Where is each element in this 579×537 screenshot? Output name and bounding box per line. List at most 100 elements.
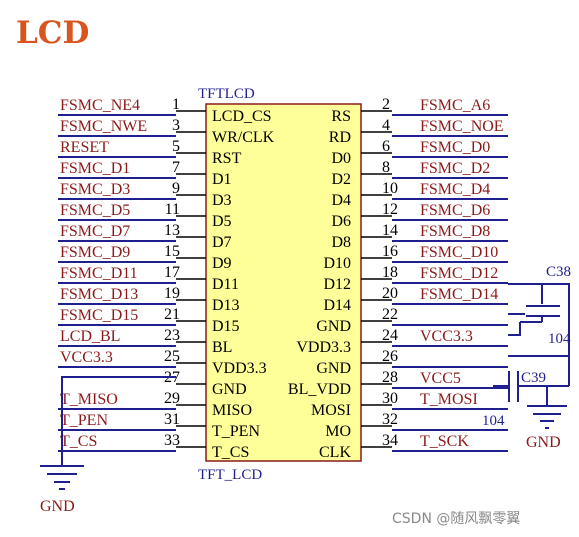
pin-name: GND: [316, 318, 351, 335]
pin-name: BL_VDD: [288, 381, 351, 398]
net-label: FSMC_D9: [60, 244, 130, 261]
pin-33: 33T_CST_CS: [58, 432, 249, 461]
pin-number: 17: [164, 264, 180, 281]
net-label: VCC3.3: [420, 328, 473, 345]
pin-number: 4: [382, 117, 390, 134]
pin-number: 30: [382, 390, 398, 407]
net-label: RESET: [60, 139, 109, 156]
pin-number: 12: [382, 201, 398, 218]
pin-name: D0: [331, 150, 351, 167]
c38-value: 104: [548, 331, 571, 347]
net-label: T_CS: [60, 433, 97, 450]
watermark: CSDN @随风飘零翼: [392, 511, 520, 527]
pin-name: VDD3.3: [296, 339, 351, 356]
net-label: FSMC_NOE: [420, 118, 504, 135]
diagram-title: LCD: [16, 15, 89, 51]
net-label: FSMC_D14: [420, 286, 498, 303]
c38-top-wire: [508, 283, 543, 304]
pin-number: 29: [164, 390, 180, 407]
pin-number: 20: [382, 285, 398, 302]
pin-name: D7: [212, 234, 232, 251]
pin-number: 2: [382, 96, 390, 113]
pin-number: 14: [382, 222, 398, 239]
net-label: T_MISO: [60, 391, 118, 408]
net-label: FSMC_NWE: [60, 118, 147, 135]
left-pin-group: 1LCD_CSFSMC_NE43WR/CLKFSMC_NWE5RSTRESET7…: [58, 96, 275, 461]
pin-number: 21: [164, 306, 180, 323]
pin-name: MOSI: [311, 402, 351, 419]
left-gnd-wiring: GND: [40, 376, 176, 515]
net-label: T_MOSI: [420, 391, 478, 408]
pin-name: LCD_CS: [212, 108, 272, 125]
pin-3: 3WR/CLK FSMC_NWE: [58, 117, 275, 146]
pin-number: 11: [165, 201, 180, 218]
pin-name: WR/CLK: [212, 129, 275, 146]
pin-number: 6: [382, 138, 390, 155]
pin-name: D13: [212, 297, 240, 314]
pin-name: D3: [212, 192, 232, 209]
pin-name: D6: [331, 213, 351, 230]
gnd-label-right: GND: [526, 434, 561, 451]
pin-name: GND: [316, 360, 351, 377]
pin-number: 16: [382, 243, 398, 260]
pin-name: D5: [212, 213, 232, 230]
pin-number: 3: [172, 117, 180, 134]
pin-number: 7: [172, 159, 180, 176]
pin-name: T_PEN: [212, 423, 260, 440]
pin-number: 22: [382, 306, 398, 323]
right-pin-group: 2RSFSMC_A64RDFSMC_NOE6D0FSMC_D08D2FSMC_D…: [288, 96, 508, 461]
net-label: FSMC_D11: [60, 265, 138, 282]
net-label: FSMC_A6: [420, 97, 490, 114]
pin-name: VDD3.3: [212, 360, 267, 377]
pin-name: MO: [325, 423, 351, 440]
pin-name: RD: [329, 129, 351, 146]
pin-number: 31: [164, 411, 180, 428]
net-label: T_SCK: [420, 433, 469, 450]
net-label: FSMC_D12: [420, 265, 498, 282]
pin-number: 28: [382, 369, 398, 386]
pin-number: 23: [164, 327, 180, 344]
pin-number: 9: [172, 180, 180, 197]
net-label: FSMC_D13: [60, 286, 138, 303]
pin-number: 26: [382, 348, 398, 365]
pin-number: 25: [164, 348, 180, 365]
pin-name: MISO: [212, 402, 252, 419]
pin-number: 24: [382, 327, 398, 344]
net-label: FSMC_D10: [420, 244, 498, 261]
net-label: FSMC_D1: [60, 160, 130, 177]
pin-number: 15: [164, 243, 180, 260]
net-label: VCC3.3: [60, 349, 113, 366]
net-label: FSMC_D15: [60, 307, 138, 324]
net-label: FSMC_D4: [420, 181, 490, 198]
pin-name: D10: [323, 255, 351, 272]
pin-name: BL: [212, 339, 232, 356]
right-decoupling-network: C38 104 C39 104 GND: [482, 264, 571, 451]
gnd-rail-right: [542, 283, 570, 386]
pin-name: D11: [212, 276, 239, 293]
net-label: FSMC_D6: [420, 202, 490, 219]
pin-name: D4: [331, 192, 351, 209]
pin-name: CLK: [319, 444, 351, 461]
pin-number: 8: [382, 159, 390, 176]
pin-name: T_CS: [212, 444, 249, 461]
pin-name: D14: [323, 297, 351, 314]
pin-name: D8: [331, 234, 351, 251]
net-label: FSMC_D2: [420, 160, 490, 177]
gnd-symbol-left: [40, 465, 84, 490]
pin-number: 10: [382, 180, 398, 197]
